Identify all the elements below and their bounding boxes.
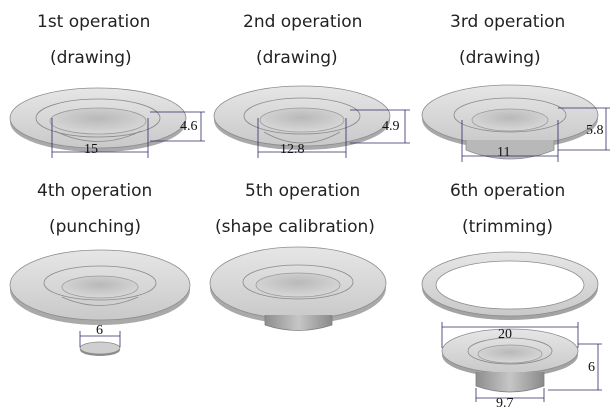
step3-diameter-label: 11: [497, 145, 510, 160]
step5-part: [209, 246, 387, 331]
step3-title: 3rd operation: [450, 12, 565, 32]
step1-part: [9, 87, 187, 152]
step3-dimensions: [461, 107, 610, 162]
step4-diameter-label: 6: [96, 323, 103, 338]
step5-title: 5th operation: [245, 181, 360, 201]
step1-title: 1st operation: [37, 12, 150, 32]
step1-height-label: 4.6: [180, 119, 198, 134]
step6-base-diameter-label: 9.7: [496, 396, 514, 408]
step6-subtitle: (trimming): [462, 217, 553, 237]
step4-title: 4th operation: [37, 181, 152, 201]
step2-part: [213, 85, 391, 150]
step2-diameter-label: 12.8: [280, 142, 305, 157]
step4-subtitle: (punching): [49, 217, 141, 237]
step6-height-label: 6: [588, 360, 595, 375]
step1-subtitle: (drawing): [50, 48, 132, 68]
step6-flange-diameter-label: 20: [498, 327, 512, 342]
step4-part: [9, 249, 191, 325]
step2-height-label: 4.9: [382, 119, 400, 134]
step3-subtitle: (drawing): [459, 48, 541, 68]
step4-punched-slug: [79, 341, 121, 356]
step1-diameter-label: 15: [84, 142, 98, 157]
step6-title: 6th operation: [450, 181, 565, 201]
step6-dimensions: [441, 322, 602, 402]
step6-trimmed-ring: [421, 251, 599, 320]
step2-title: 2nd operation: [243, 12, 362, 32]
step2-dimensions: [257, 109, 410, 158]
step1-dimensions: [51, 111, 205, 158]
step3-height-label: 5.8: [586, 123, 604, 138]
step2-subtitle: (drawing): [256, 48, 338, 68]
step3-part: [421, 84, 599, 160]
step6-finished-part: [441, 328, 579, 393]
step5-subtitle: (shape calibration): [215, 217, 375, 237]
step4-dimensions: [79, 331, 121, 347]
